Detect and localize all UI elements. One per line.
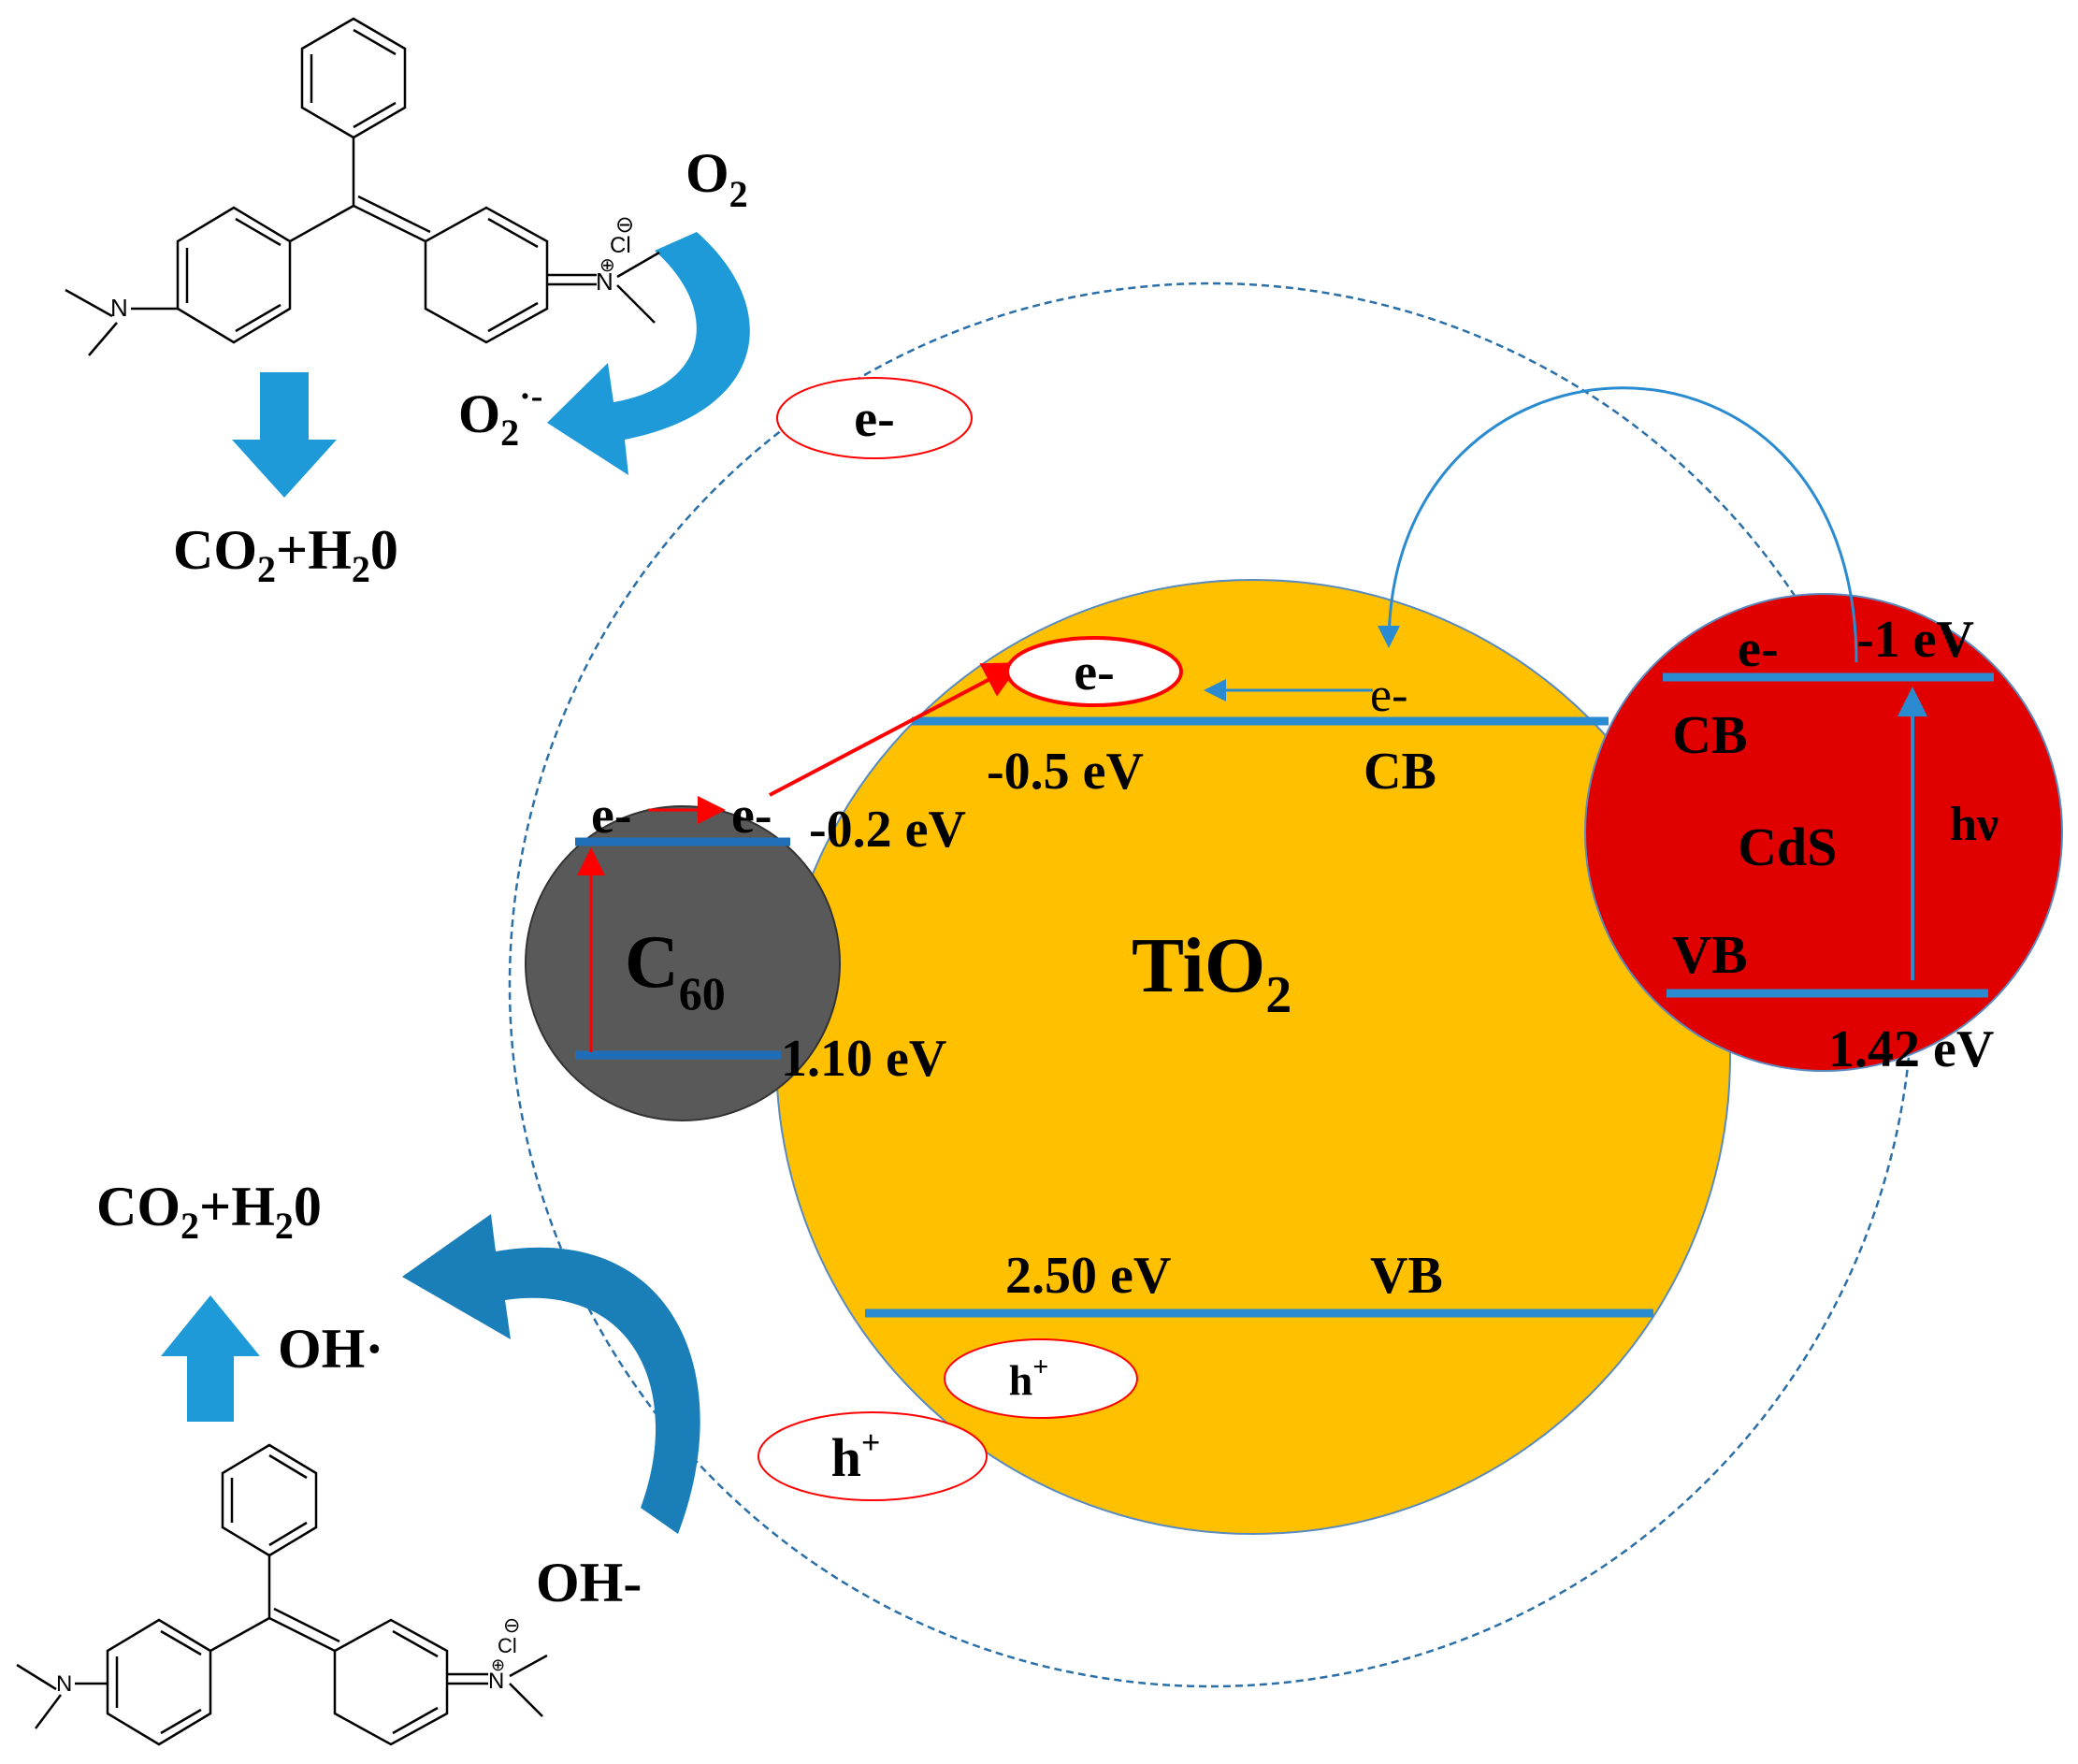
- tio2-cb-electron: e-: [1370, 669, 1407, 722]
- superoxide-label: O2·-: [458, 377, 542, 454]
- tio2-vb-label: VB: [1370, 1247, 1443, 1305]
- surface-electron-ellipse: [1005, 636, 1183, 707]
- oxygen-reduction-arrow: [547, 232, 750, 475]
- top-molecule-nitrogen-right: N: [596, 267, 613, 296]
- cds-excitation-label: hν: [1950, 798, 1999, 851]
- top-product-arrow: [232, 372, 337, 498]
- tio2-label: TiO2: [1132, 922, 1292, 1024]
- outer-hole-ellipse: [758, 1411, 988, 1501]
- cds-vb-value: 1.42 eV: [1828, 1020, 1994, 1078]
- bottom-product-label: CO2+H20: [96, 1176, 322, 1247]
- cds-electron: e-: [1738, 620, 1779, 678]
- outer-electron-ellipse: [776, 377, 973, 459]
- cds-cb-label: CB: [1672, 704, 1748, 765]
- bottom-molecule-nitrogen-right: N: [488, 1669, 504, 1694]
- outer-hole-label: h+: [831, 1424, 881, 1488]
- top-dye-molecule: [65, 17, 660, 356]
- c60-electron-left: e-: [591, 787, 632, 845]
- cds-label: CdS: [1738, 817, 1837, 877]
- c60-cb-value: -0.2 eV: [809, 801, 966, 859]
- cds-cb-value: -1 eV: [1856, 611, 1974, 669]
- surface-electron-label: e-: [1074, 643, 1115, 701]
- cds-vb-label: VB: [1672, 924, 1748, 985]
- tio2-cb-value: -0.5 eV: [987, 743, 1144, 801]
- outer-electron-label: e-: [854, 390, 895, 448]
- bottom-molecule-minus: ⊖: [503, 1613, 520, 1637]
- hydroxide-label: OH-: [536, 1552, 642, 1613]
- top-molecule-chloride: Cl: [610, 233, 631, 258]
- cds-particle: [1584, 593, 2063, 1072]
- cds-to-tio2-arc-arrow: [1378, 386, 1858, 663]
- bottom-molecule-chloride: Cl: [498, 1634, 517, 1657]
- c60-label: C60: [625, 921, 726, 1019]
- oxygen-label: O2: [685, 142, 748, 215]
- bottom-molecule-plus: ⊕: [491, 1656, 505, 1674]
- c60-electron-right: e-: [731, 787, 772, 845]
- hydroxide-oxidation-arrow: [402, 1214, 700, 1534]
- top-molecule-plus: ⊕: [599, 255, 615, 276]
- top-molecule-nitrogen-left: N: [110, 294, 128, 322]
- tio2-vb-value: 2.50 eV: [1005, 1247, 1171, 1305]
- c60-to-tio2-electron-arrow: [769, 662, 1022, 797]
- hydroxyl-radical-label: OH·: [278, 1318, 383, 1380]
- top-molecule-minus: ⊖: [615, 212, 634, 238]
- bottom-dye-molecule: [16, 1443, 548, 1746]
- bottom-product-arrow: [161, 1295, 260, 1422]
- c60-vb-value: 1.10 eV: [781, 1030, 946, 1088]
- tio2-hole-ellipse: [944, 1338, 1138, 1419]
- tio2-cb-label: CB: [1364, 743, 1436, 801]
- bottom-molecule-nitrogen-left: N: [56, 1671, 72, 1697]
- tio2-hole-label: h+: [1009, 1352, 1049, 1404]
- c60-particle: [525, 805, 841, 1121]
- top-product-label: CO2+H20: [173, 519, 398, 590]
